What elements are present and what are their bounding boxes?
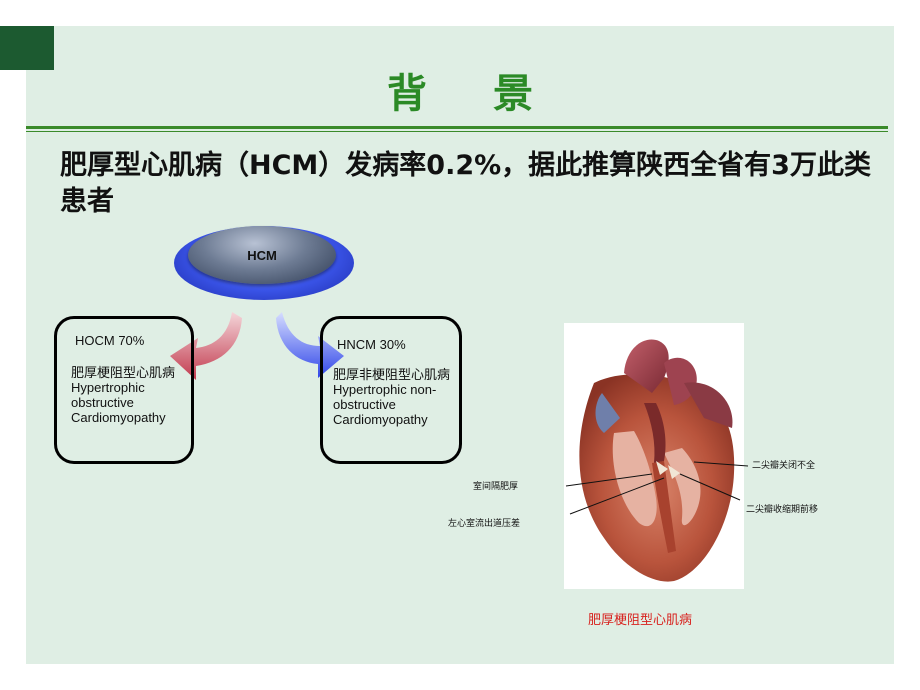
- hcm-label: HCM: [247, 248, 277, 263]
- hocm-desc-en-3: Cardiomyopathy: [71, 410, 166, 425]
- hncm-percent: HNCM 30%: [337, 337, 406, 352]
- hcm-disc: [188, 226, 336, 284]
- label-systolic-anterior-motion: 二尖瓣收缩期前移: [746, 505, 819, 515]
- hocm-desc-cn: 肥厚梗阻型心肌病: [71, 365, 176, 380]
- hncm-box: HNCM 30% 肥厚非梗阻型心肌病 Hypertrophic non- obs…: [320, 316, 462, 464]
- corner-accent-block: [0, 26, 54, 70]
- headline-text: 肥厚型心肌病（HCM）发病率0.2%，据此推算陕西全省有3万此类患者: [60, 150, 871, 217]
- hocm-desc-en-2: obstructive: [71, 395, 134, 410]
- title-divider-thin: [26, 131, 888, 132]
- right-arrow: [276, 312, 344, 378]
- title-divider-thick: [26, 126, 888, 129]
- label-mitral-insufficiency: 二尖瓣关闭不全: [752, 461, 816, 471]
- left-arrow: [170, 312, 242, 380]
- hncm-desc-cn: 肥厚非梗阻型心肌病: [333, 367, 451, 382]
- hocm-percent: HOCM 70%: [75, 333, 145, 348]
- hncm-desc-en-1: Hypertrophic non-: [333, 382, 437, 397]
- hncm-desc-en-2: obstructive: [333, 397, 396, 412]
- hncm-description: 肥厚非梗阻型心肌病 Hypertrophic non- obstructive …: [333, 367, 453, 427]
- hocm-description: 肥厚梗阻型心肌病 Hypertrophic obstructive Cardio…: [71, 365, 185, 425]
- heart-illustration: [564, 323, 744, 589]
- slide-title: 背 景: [387, 71, 559, 117]
- figure-caption: 肥厚梗阻型心肌病: [587, 613, 692, 628]
- hocm-desc-en-1: Hypertrophic: [71, 380, 145, 395]
- hncm-desc-en-3: Cardiomyopathy: [333, 412, 428, 427]
- heart-drawing: [579, 339, 735, 582]
- hocm-box: HOCM 70% 肥厚梗阻型心肌病 Hypertrophic obstructi…: [54, 316, 194, 464]
- label-lvot-gradient: 左心室流出道压差: [448, 519, 521, 529]
- label-septal-hypertrophy: 室间隔肥厚: [473, 482, 519, 492]
